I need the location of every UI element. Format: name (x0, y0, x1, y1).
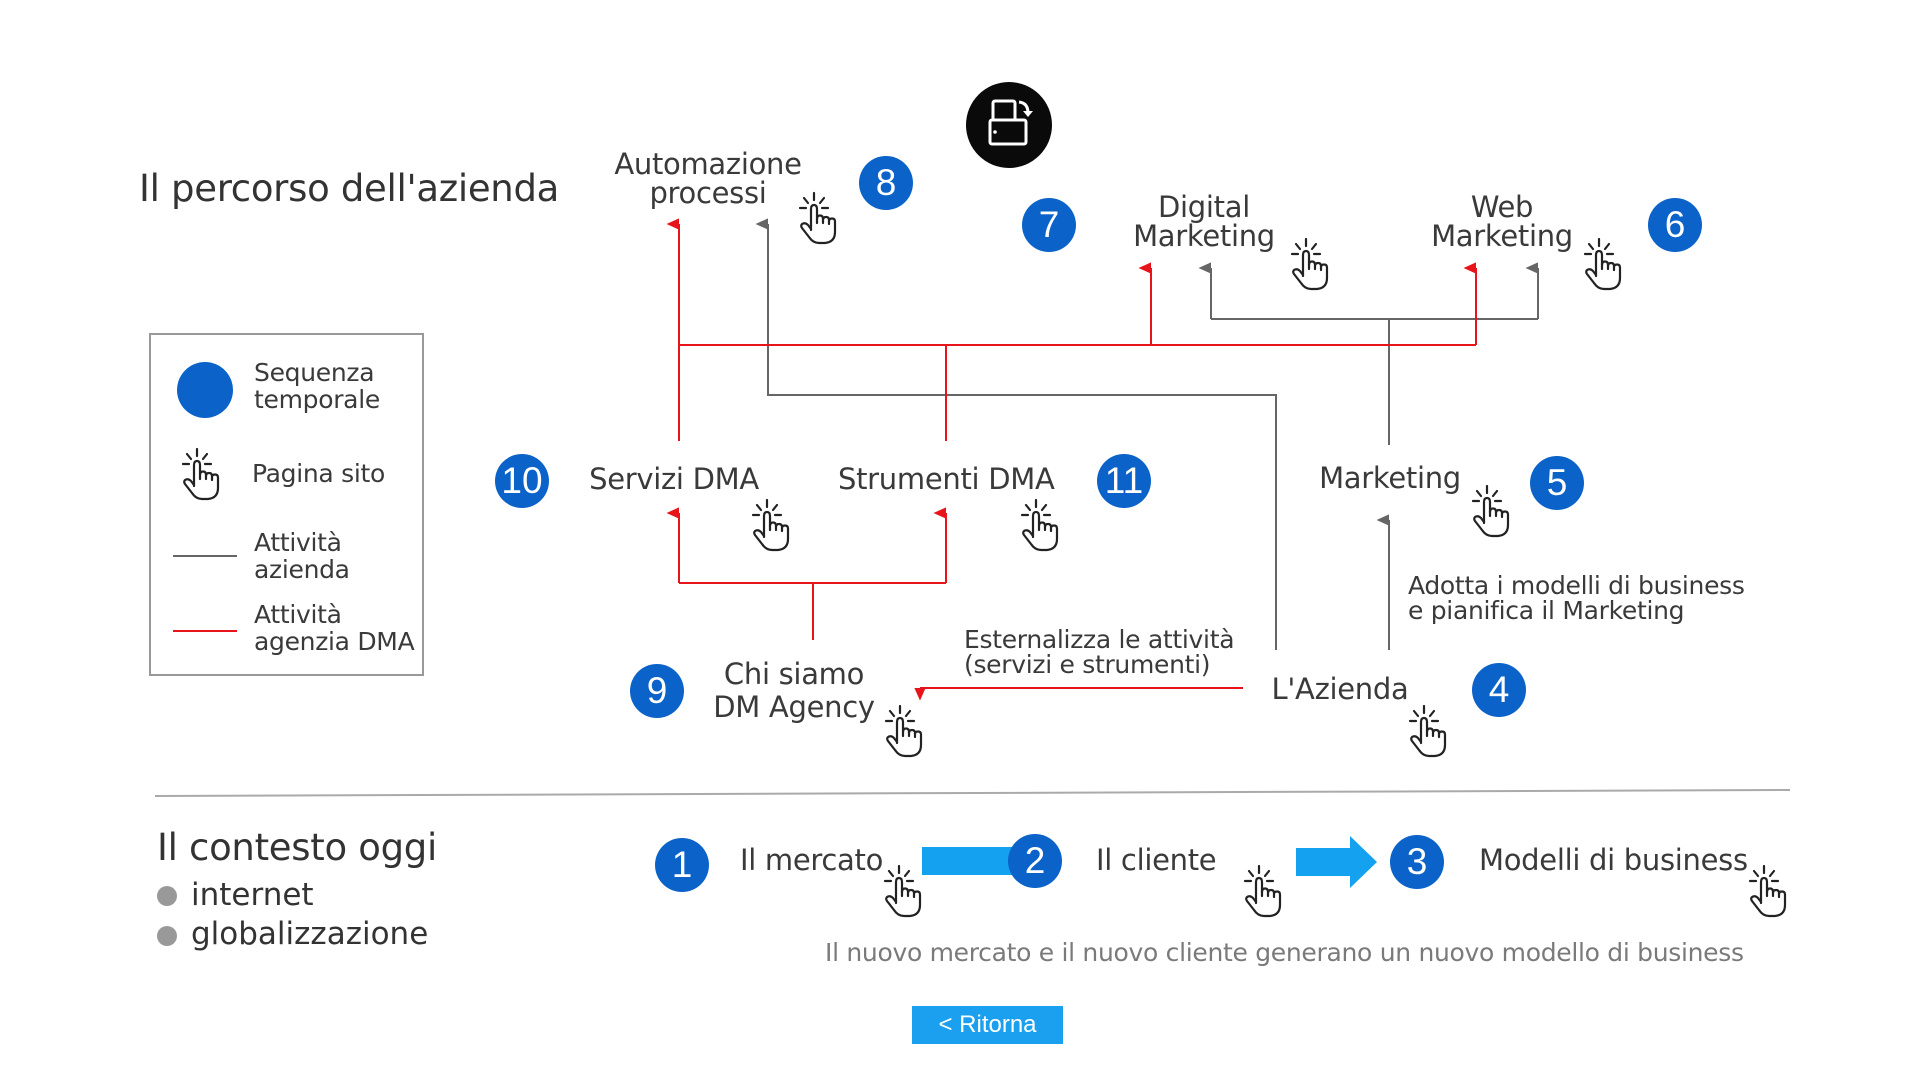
context-bullet (157, 926, 177, 946)
sequence-badge-8: 8 (859, 156, 913, 210)
node-servizi-dma[interactable]: Servizi DMA (589, 462, 759, 496)
sequence-badge-5: 5 (1530, 456, 1584, 510)
hand-pointer-icon[interactable] (795, 190, 845, 246)
context-bullet (157, 886, 177, 906)
node-web-line1: Web (1470, 190, 1534, 224)
legend-box (149, 333, 424, 676)
hand-pointer-icon[interactable] (1017, 497, 1067, 553)
legend-sequence-line2: temporale (254, 385, 380, 414)
hand-pointer-icon[interactable] (1240, 863, 1290, 919)
node-web-marketing[interactable]: Web Marketing (1428, 193, 1576, 251)
legend-agency-line2: agenzia DMA (254, 627, 415, 656)
legend-sequence-dot (177, 362, 233, 418)
sequence-badge-6: 6 (1648, 198, 1702, 252)
node-azienda[interactable]: L'Azienda (1271, 672, 1409, 706)
edge-label-esternalizza-line2: (servizi e strumenti) (964, 650, 1211, 679)
edge-label-adotta: Adotta i modelli di business e pianifica… (1408, 573, 1745, 623)
legend-company-label: Attività azienda (254, 529, 350, 583)
legend-sequence-label: Sequenza temporale (254, 359, 380, 413)
node-automazione-line1: Automazione (614, 147, 802, 181)
node-marketing[interactable]: Marketing (1319, 461, 1461, 495)
legend-company-line2: azienda (254, 555, 350, 584)
hand-pointer-icon[interactable] (1745, 863, 1795, 919)
hand-pointer-icon[interactable] (1287, 236, 1337, 292)
sequence-badge-4: 4 (1472, 663, 1526, 717)
step-modelli[interactable]: Modelli di business (1479, 843, 1748, 877)
return-button[interactable]: < Ritorna (912, 1006, 1063, 1044)
legend-agency-label: Attività agenzia DMA (254, 600, 415, 656)
page-title: Il percorso dell'azienda (139, 167, 559, 210)
legend-company-line1: Attività (254, 528, 342, 557)
flow-arrow-2-3 (1296, 836, 1377, 888)
context-title: Il contesto oggi (157, 826, 437, 869)
edge-label-esternalizza-line1: Esternalizza le attività (964, 625, 1235, 654)
node-automazione[interactable]: Automazione processi (600, 150, 816, 208)
legend-agency-line1: Attività (254, 600, 342, 629)
node-strumenti-dma[interactable]: Strumenti DMA (838, 462, 1055, 496)
hand-pointer-icon[interactable] (881, 703, 931, 759)
sequence-badge-11: 11 (1097, 454, 1151, 508)
agency-activity-lines (666, 218, 1477, 701)
node-digital-marketing[interactable]: Digital Marketing (1130, 193, 1278, 251)
node-chi-siamo[interactable]: Chi siamo DM Agency (704, 658, 884, 724)
hand-pointer-icon[interactable] (880, 863, 930, 919)
company-activity-lines (755, 218, 1539, 650)
hand-pointer-icon[interactable] (1405, 703, 1455, 759)
edge-label-esternalizza: Esternalizza le attività (servizi e stru… (964, 625, 1235, 679)
sequence-badge-1: 1 (655, 838, 709, 892)
context-caption: Il nuovo mercato e il nuovo cliente gene… (825, 938, 1744, 967)
rotate-device-button[interactable] (966, 82, 1052, 168)
edge-label-adotta-line2: e pianifica il Marketing (1408, 596, 1685, 625)
line-azienda-to-automazione (755, 218, 1277, 650)
node-digital-line2: Marketing (1133, 219, 1275, 253)
section-divider (154, 789, 1791, 797)
hand-pointer-icon[interactable] (1468, 483, 1518, 539)
node-chi-siamo-line1: Chi siamo (723, 657, 865, 691)
node-automazione-line2: processi (649, 176, 767, 210)
hand-pointer-icon[interactable] (748, 497, 798, 553)
context-item-globalizzazione: globalizzazione (191, 916, 429, 952)
context-item-internet: internet (191, 877, 314, 913)
legend-page-label: Pagina sito (252, 459, 385, 488)
step-cliente[interactable]: Il cliente (1096, 843, 1217, 877)
node-digital-line1: Digital (1158, 190, 1250, 224)
hand-pointer-icon[interactable] (1580, 236, 1630, 292)
edge-label-adotta-line1: Adotta i modelli di business (1408, 571, 1745, 600)
legend-sequence-line1: Sequenza (254, 358, 375, 387)
sequence-badge-3: 3 (1390, 835, 1444, 889)
sequence-badge-9: 9 (630, 664, 684, 718)
step-mercato[interactable]: Il mercato (740, 843, 884, 877)
hand-pointer-icon (178, 446, 228, 502)
rotate-device-icon (988, 99, 1033, 146)
node-web-line2: Marketing (1431, 219, 1573, 253)
sequence-badge-10: 10 (495, 454, 549, 508)
node-chi-siamo-line2: DM Agency (713, 690, 875, 724)
sequence-badge-2: 2 (1008, 834, 1062, 888)
sequence-badge-7: 7 (1022, 198, 1076, 252)
